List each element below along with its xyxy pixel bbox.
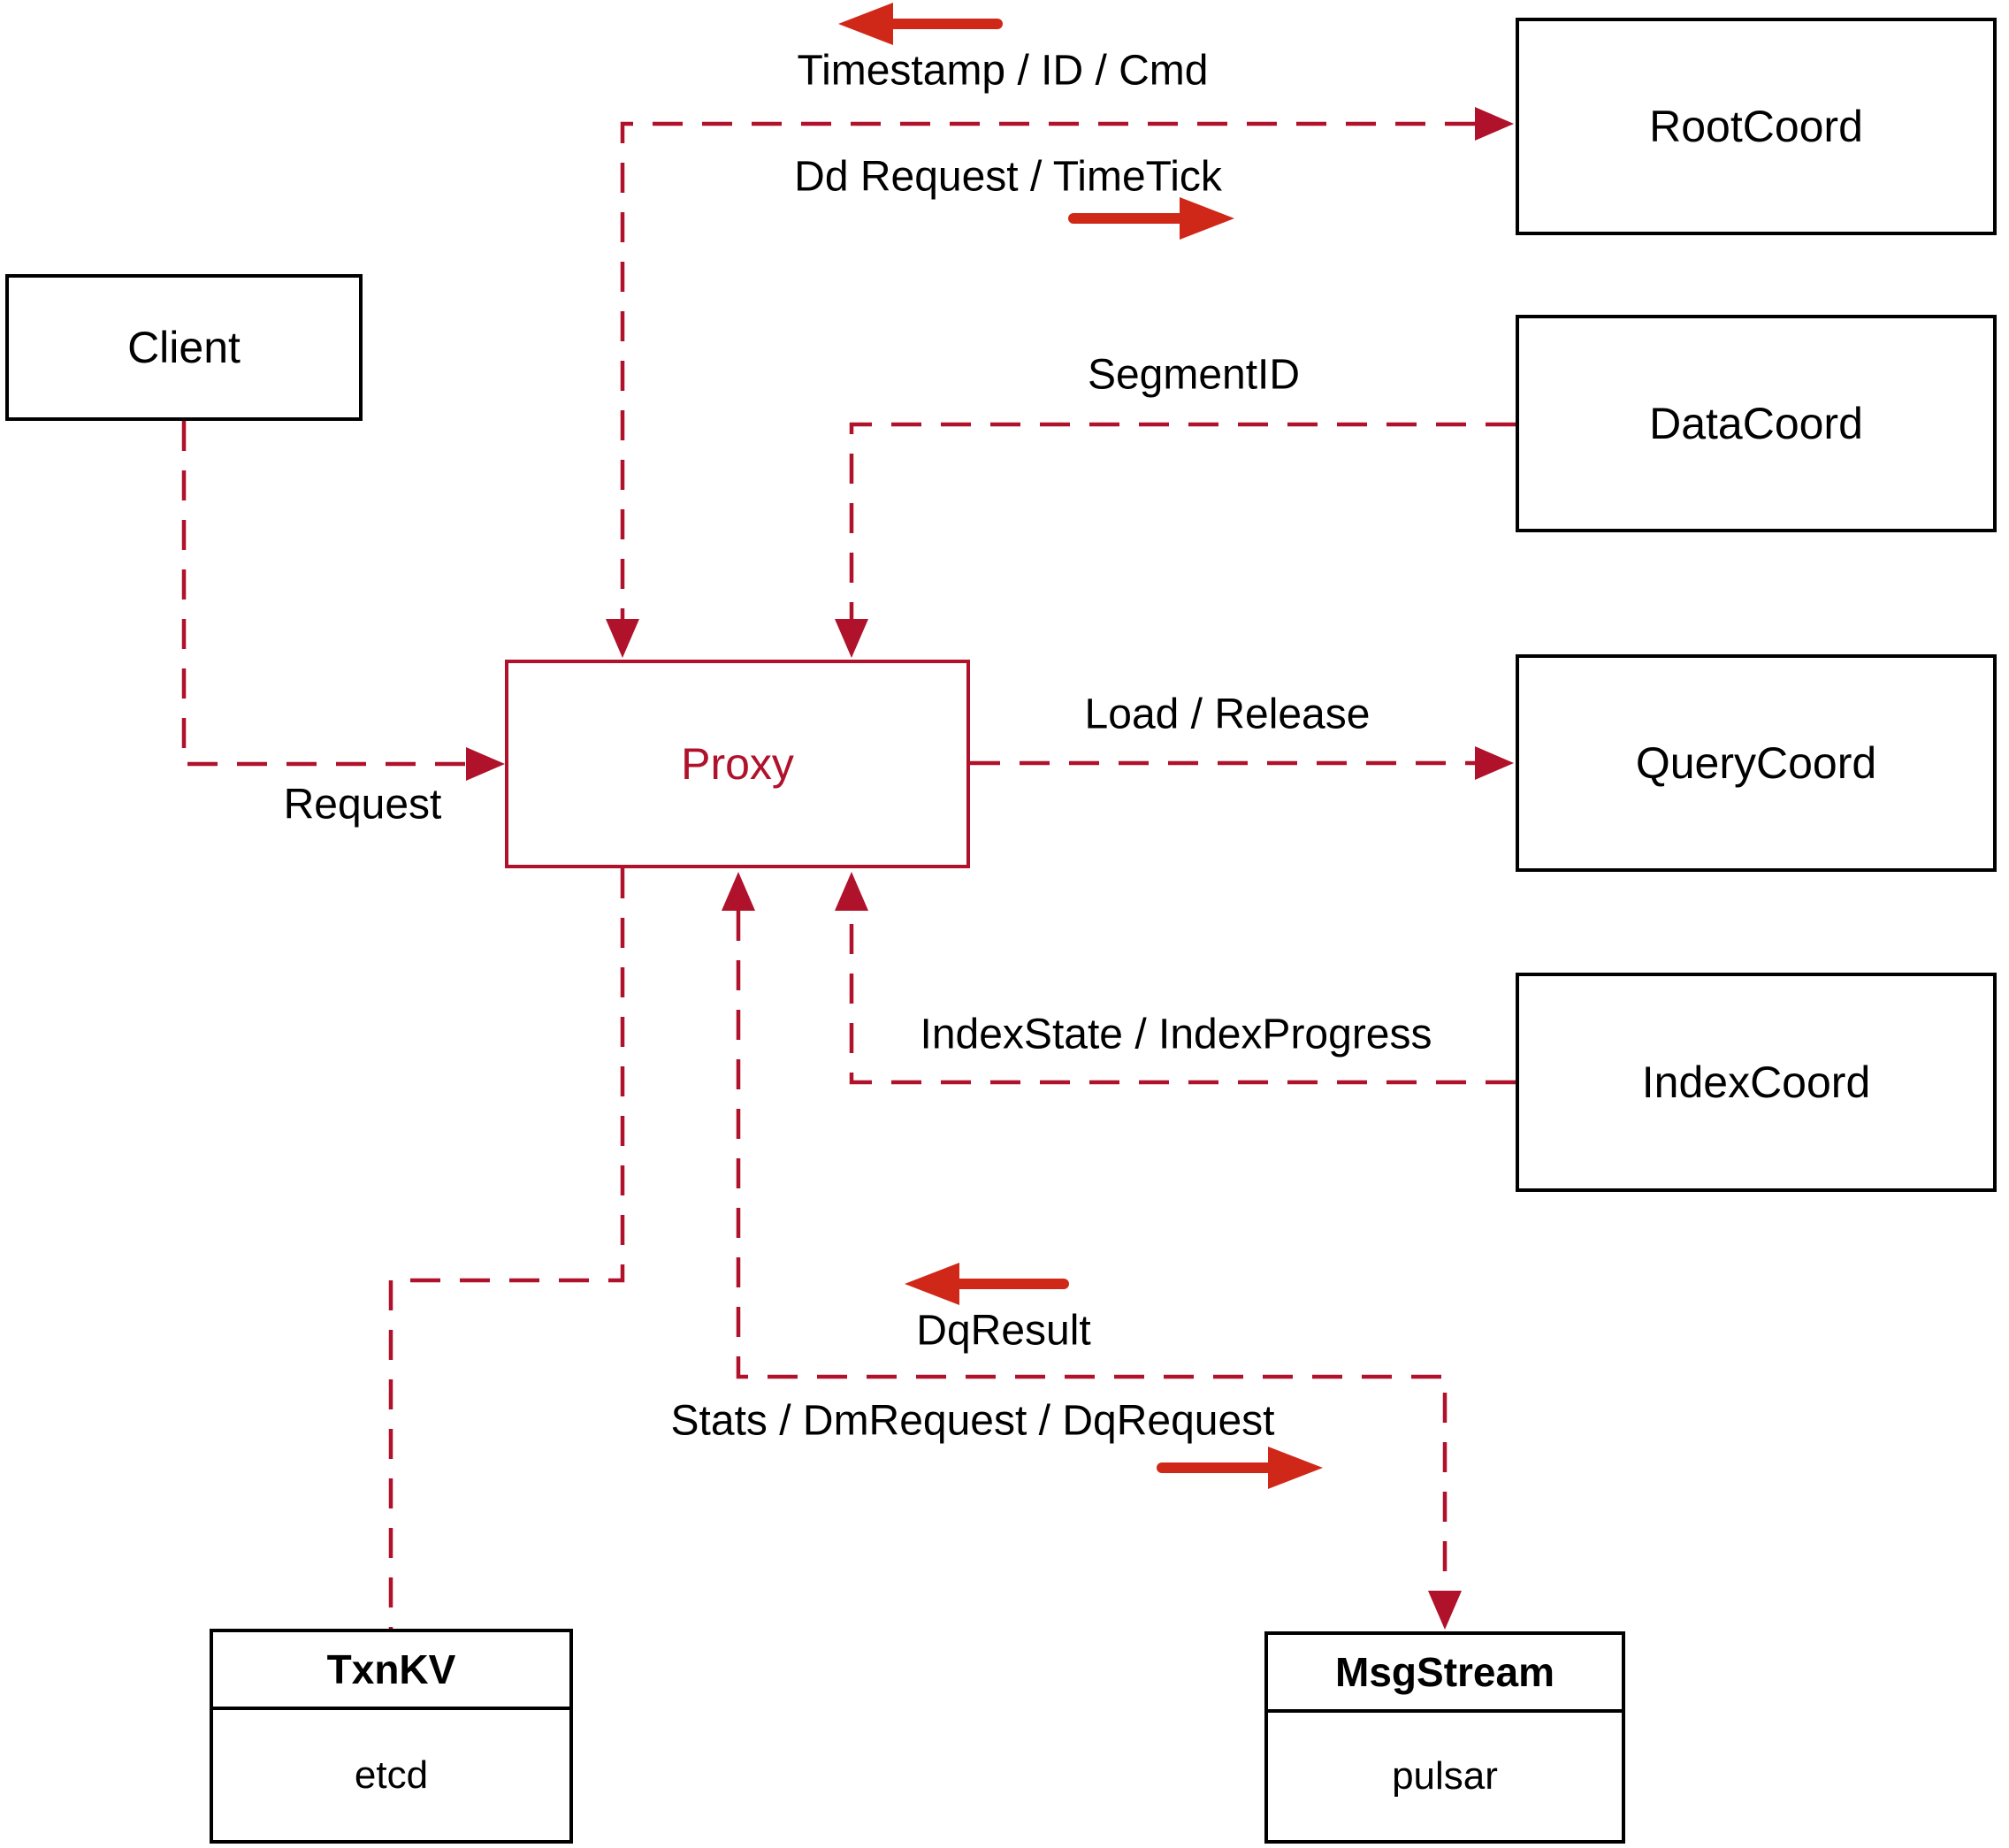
- edge-label-stats-dm-dq: Stats / DmRequest / DqRequest: [670, 1397, 1275, 1445]
- node-msgstream-title: MsgStream: [1268, 1635, 1622, 1713]
- edge-label-index-state-progress: IndexState / IndexProgress: [920, 1011, 1432, 1058]
- arrowhead-into-msgstream: [1428, 1591, 1462, 1630]
- node-indexcoord-label: IndexCoord: [1641, 1058, 1871, 1107]
- edge-proxy-rootcoord: [620, 121, 1475, 619]
- arrowhead-into-proxy-left: [466, 747, 505, 781]
- flow-arrow-timestamp-left-icon: [838, 3, 893, 45]
- arrowhead-into-proxy-bottom-right: [835, 872, 868, 911]
- node-querycoord-label: QueryCoord: [1635, 738, 1877, 788]
- edge-label-request: Request: [283, 781, 442, 829]
- node-txnkv-title: TxnKV: [213, 1632, 569, 1710]
- edge-label-dq-result: DqResult: [916, 1307, 1091, 1355]
- node-msgstream: MsgStream pulsar: [1264, 1631, 1625, 1844]
- node-txnkv: TxnKV etcd: [210, 1629, 573, 1844]
- edge-client-proxy: [181, 421, 466, 767]
- node-rootcoord: RootCoord: [1516, 18, 1997, 235]
- node-proxy-label: Proxy: [681, 739, 794, 789]
- edge-proxy-msgstream: [736, 911, 1448, 1591]
- node-datacoord: DataCoord: [1516, 315, 1997, 532]
- node-datacoord-label: DataCoord: [1649, 399, 1863, 448]
- flow-arrow-ddrequest-right-icon: [1180, 197, 1234, 240]
- node-querycoord: QueryCoord: [1516, 654, 1997, 872]
- flow-arrow-dqresult-left-icon: [905, 1263, 959, 1305]
- arrowhead-into-proxy-bottom-middle: [722, 872, 755, 911]
- node-client: Client: [5, 274, 363, 421]
- arrowhead-into-rootcoord: [1475, 107, 1514, 141]
- edge-label-load-release: Load / Release: [1084, 691, 1371, 738]
- node-txnkv-subtitle: etcd: [354, 1753, 429, 1797]
- edge-label-timestamp-id-cmd: Timestamp / ID / Cmd: [797, 47, 1209, 95]
- node-msgstream-subtitle: pulsar: [1392, 1754, 1498, 1798]
- edge-datacoord-proxy: [849, 422, 1516, 619]
- node-proxy: Proxy: [505, 660, 970, 868]
- node-indexcoord: IndexCoord: [1516, 973, 1997, 1192]
- edge-label-segment-id: SegmentID: [1087, 351, 1301, 399]
- flow-arrow-stats-right-icon: [1268, 1447, 1323, 1489]
- node-rootcoord-label: RootCoord: [1649, 102, 1863, 151]
- arrowhead-into-proxy-top-right: [835, 619, 868, 658]
- edge-indexcoord-proxy: [849, 911, 1516, 1085]
- node-client-label: Client: [127, 323, 241, 372]
- edge-proxy-txnkv: [388, 868, 625, 1629]
- arrowhead-into-querycoord: [1475, 746, 1514, 780]
- edge-label-dd-request-timetick: Dd Request / TimeTick: [794, 153, 1222, 201]
- arrowhead-into-proxy-top-left: [606, 619, 639, 658]
